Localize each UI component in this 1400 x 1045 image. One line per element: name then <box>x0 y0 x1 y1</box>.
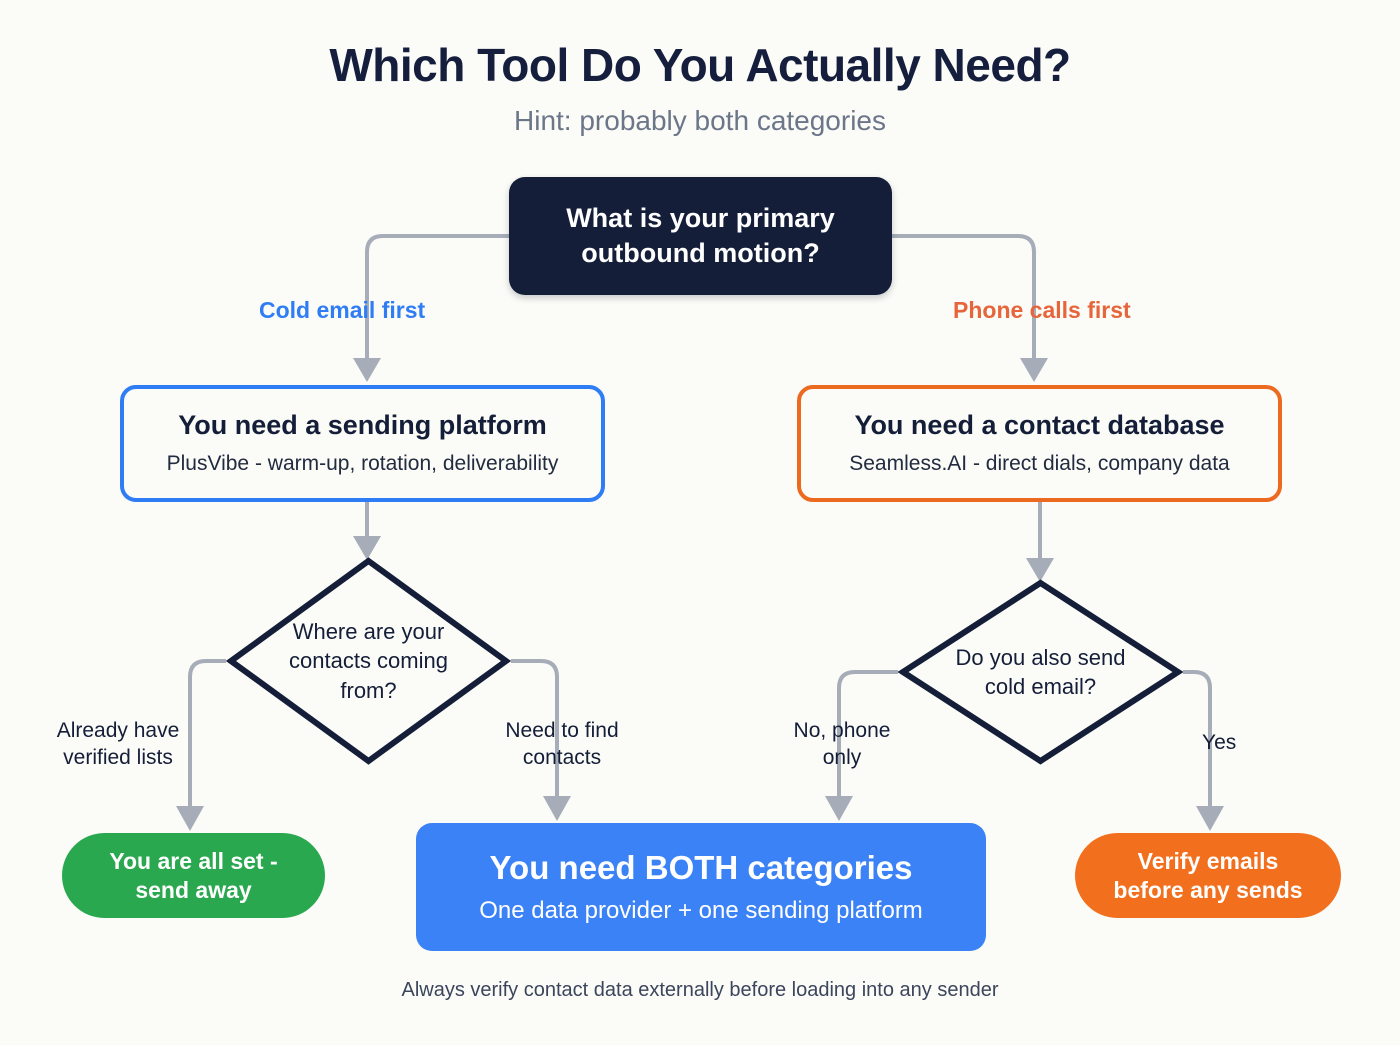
contact-database-detail: Seamless.AI - direct dials, company data <box>849 452 1230 476</box>
verify-line-1: Verify emails <box>1137 847 1279 874</box>
decision-left-line-1: Where are your <box>292 619 445 645</box>
branch-label-cold-email: Cold email first <box>259 297 426 323</box>
decision-right-text: Do you also send cold email? <box>898 578 1183 766</box>
edge-label-already-verified: Already have verified lists <box>56 719 180 769</box>
node-root-question[interactable]: What is your primary outbound motion? <box>509 177 892 295</box>
decision-left-line-3: from? <box>340 677 397 703</box>
both-categories-title: You need BOTH categories <box>489 849 913 887</box>
node-terminal-verify-emails[interactable]: Verify emails before any sends <box>1075 833 1341 918</box>
node-sending-platform[interactable]: You need a sending platform PlusVibe - w… <box>120 385 605 502</box>
all-set-line-1: You are all set - <box>109 847 278 874</box>
node-terminal-both-categories[interactable]: You need BOTH categories One data provid… <box>416 823 986 951</box>
decision-left-text: Where are your contacts coming from? <box>226 556 511 766</box>
branch-label-phone-calls: Phone calls first <box>953 297 1131 323</box>
verify-line-2: before any sends <box>1113 876 1303 903</box>
edge-label-phone-only: No, phone only <box>793 719 891 769</box>
sending-platform-detail: PlusVibe - warm-up, rotation, deliverabi… <box>166 452 559 476</box>
diamond-right-shape <box>898 579 1183 765</box>
page-subtitle: Hint: probably both categories <box>514 105 886 136</box>
node-decision-also-cold-email[interactable]: Do you also send cold email? <box>898 578 1183 766</box>
decision-left-line-2: contacts coming <box>289 648 448 674</box>
decision-right-line-2: cold email? <box>984 674 1097 699</box>
footer-note: Always verify contact data externally be… <box>401 979 999 1001</box>
all-set-line-2: send away <box>135 876 252 903</box>
both-categories-detail: One data provider + one sending platform <box>479 896 923 924</box>
arrowhead-root-right <box>1020 358 1048 382</box>
arrowhead-green <box>176 806 204 831</box>
arrowhead-root-left <box>353 358 381 382</box>
node-terminal-all-set[interactable]: You are all set - send away <box>62 833 325 918</box>
decision-right-line-1: Do you also send <box>955 644 1126 670</box>
edge-label-need-contacts: Need to find contacts <box>505 719 619 769</box>
diamond-left-shape <box>226 557 511 765</box>
contact-database-title: You need a contact database <box>854 410 1225 441</box>
node-decision-contacts-source[interactable]: Where are your contacts coming from? <box>226 556 511 766</box>
sending-platform-title: You need a sending platform <box>178 410 547 441</box>
edge-label-yes: Yes <box>1202 731 1237 754</box>
arrowhead-both-left <box>543 796 571 821</box>
node-contact-database[interactable]: You need a contact database Seamless.AI … <box>797 385 1282 502</box>
arrowhead-orange <box>1196 806 1224 831</box>
root-line-2: outbound motion? <box>581 238 820 268</box>
root-line-1: What is your primary <box>566 203 835 234</box>
page-title: Which Tool Do You Actually Need? <box>329 39 1071 91</box>
arrowhead-both-right <box>825 796 853 821</box>
